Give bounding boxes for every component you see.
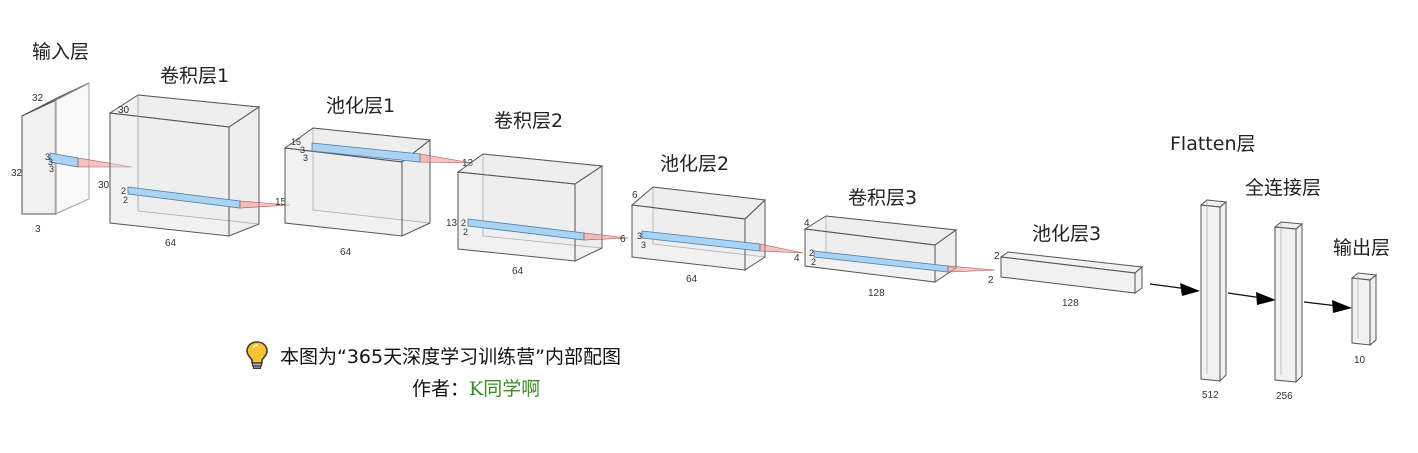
conv3-title: 卷积层3 xyxy=(848,187,917,209)
caption-text: 本图为“365天深度学习训练营”内部配图 xyxy=(280,345,621,368)
conv2-dim-left: 13 xyxy=(446,218,458,229)
pool3-title: 池化层3 xyxy=(1032,223,1101,245)
arrow-head-icon xyxy=(1180,283,1200,296)
dense-dim: 256 xyxy=(1276,391,1293,402)
pool3-dim-depth: 128 xyxy=(1062,298,1079,309)
input-layer-side xyxy=(54,82,90,215)
flatten-title: Flatten层 xyxy=(1170,133,1255,155)
pool1-side xyxy=(401,138,431,237)
conv1-output-label: 15 xyxy=(275,197,287,208)
conv1-dim-depth: 64 xyxy=(165,238,177,249)
conv2-layer: 卷积层2 13 64 2 2 6 xyxy=(446,110,629,277)
conv1-layer: 卷积层1 30 30 64 2 2 15 xyxy=(98,65,291,249)
input-layer-title: 输入层 xyxy=(32,41,89,63)
flatten-front xyxy=(1200,204,1221,382)
input-dim-depth: 3 xyxy=(35,224,41,235)
conv2-title: 卷积层2 xyxy=(494,110,563,132)
input-kernel-label-3: 3 xyxy=(49,164,54,174)
pool1-dim-depth: 64 xyxy=(340,247,352,258)
dense-title: 全连接层 xyxy=(1245,177,1321,199)
author-name: K同学啊 xyxy=(469,377,541,400)
conv1-kernel-label-1: 2 xyxy=(121,186,126,196)
arrow-flatten-to-dense xyxy=(1227,292,1276,305)
pool1-title: 池化层1 xyxy=(326,95,395,117)
conv3-dim-depth: 128 xyxy=(868,288,885,299)
conv1-side xyxy=(228,106,260,237)
arrow-line xyxy=(1227,292,1263,299)
input-kernel-label-2: 3 xyxy=(48,157,53,167)
output-layer: 输出层 10 xyxy=(1333,237,1390,366)
output-front xyxy=(1351,277,1371,346)
pool2-output-label: 4 xyxy=(794,253,800,264)
author-prefix: 作者： xyxy=(412,377,470,400)
pool2-kernel-label-1: 3 xyxy=(637,231,642,241)
pool1-layer: 池化层1 15 3 3 13 64 xyxy=(283,95,474,258)
pool1-kernel-label-1: 15 xyxy=(291,137,301,147)
lightbulb-icon xyxy=(244,340,270,370)
conv2-projection-cone xyxy=(583,232,629,241)
conv3-kernel-label-2: 2 xyxy=(811,257,816,267)
conv1-dim-left: 30 xyxy=(98,180,110,191)
pool3-dim-top: 2 xyxy=(994,251,1000,262)
arrow-dense-to-output xyxy=(1303,300,1352,313)
conv2-output-label: 6 xyxy=(620,234,626,245)
pool3-layer: 池化层3 128 xyxy=(999,223,1144,309)
pool1-kernel-label-3: 3 xyxy=(303,153,308,163)
caption-line-2: 作者： K同学啊 xyxy=(412,372,804,402)
pool1-projection-cone xyxy=(419,153,473,164)
input-layer-inner xyxy=(55,82,90,215)
caption-line-1: 本图为“365天深度学习训练营”内部配图 xyxy=(244,338,804,372)
dense-side xyxy=(1295,222,1303,384)
dense-front xyxy=(1274,226,1297,383)
output-side xyxy=(1369,273,1377,347)
arrow-pool3-to-flatten xyxy=(1149,283,1200,296)
arrow-head-icon xyxy=(1332,300,1352,313)
pool1-kernel-label-2: 3 xyxy=(300,145,305,155)
conv1-title: 卷积层1 xyxy=(160,65,229,87)
input-layer: 输入层 32 32 3 3 3 3 xyxy=(11,41,133,235)
pool3-side xyxy=(1134,265,1143,294)
input-projection-cone xyxy=(77,157,133,168)
pool2-title: 池化层2 xyxy=(660,153,729,175)
conv1-projection-cone xyxy=(239,200,291,209)
pool2-dim-top: 6 xyxy=(632,190,638,201)
conv2-dim-depth: 64 xyxy=(512,266,524,277)
pool3-dim-side: 2 xyxy=(988,275,994,286)
conv1-dim-top: 30 xyxy=(118,105,130,116)
dense-layer: 全连接层 256 xyxy=(1245,177,1321,402)
conv1-front xyxy=(109,112,230,237)
arrow-line xyxy=(1303,301,1339,307)
pool1-output-label: 13 xyxy=(462,158,474,169)
input-dim-top: 32 xyxy=(32,93,44,104)
output-title: 输出层 xyxy=(1333,237,1390,259)
caption: 本图为“365天深度学习训练营”内部配图 作者： K同学啊 xyxy=(244,338,804,402)
conv3-kernel-label-1: 2 xyxy=(809,248,814,258)
input-kernel-label-1: 3 xyxy=(45,152,50,162)
flatten-layer: Flatten层 512 xyxy=(1170,133,1255,401)
pool2-side xyxy=(744,198,766,271)
pool2-layer: 池化层2 6 64 3 3 4 xyxy=(630,153,804,285)
pool2-projection-cone xyxy=(759,243,804,254)
output-dim: 10 xyxy=(1354,355,1366,366)
input-dim-left: 32 xyxy=(11,168,23,179)
conv2-front xyxy=(457,171,576,262)
conv3-layer: 卷积层3 4 128 2 2 2 2 xyxy=(803,187,1000,299)
conv2-kernel-label-2: 2 xyxy=(463,227,468,237)
arrow-head-icon xyxy=(1256,292,1276,305)
conv3-projection-cone xyxy=(947,265,996,273)
pool2-dim-depth: 64 xyxy=(686,274,698,285)
conv3-dim-top: 4 xyxy=(804,218,810,229)
flatten-side xyxy=(1219,200,1227,383)
conv1-kernel-label-2: 2 xyxy=(123,195,128,205)
flatten-dim: 512 xyxy=(1202,390,1219,401)
pool2-kernel-label-2: 3 xyxy=(641,240,646,250)
conv2-kernel-label-1: 2 xyxy=(461,218,466,228)
